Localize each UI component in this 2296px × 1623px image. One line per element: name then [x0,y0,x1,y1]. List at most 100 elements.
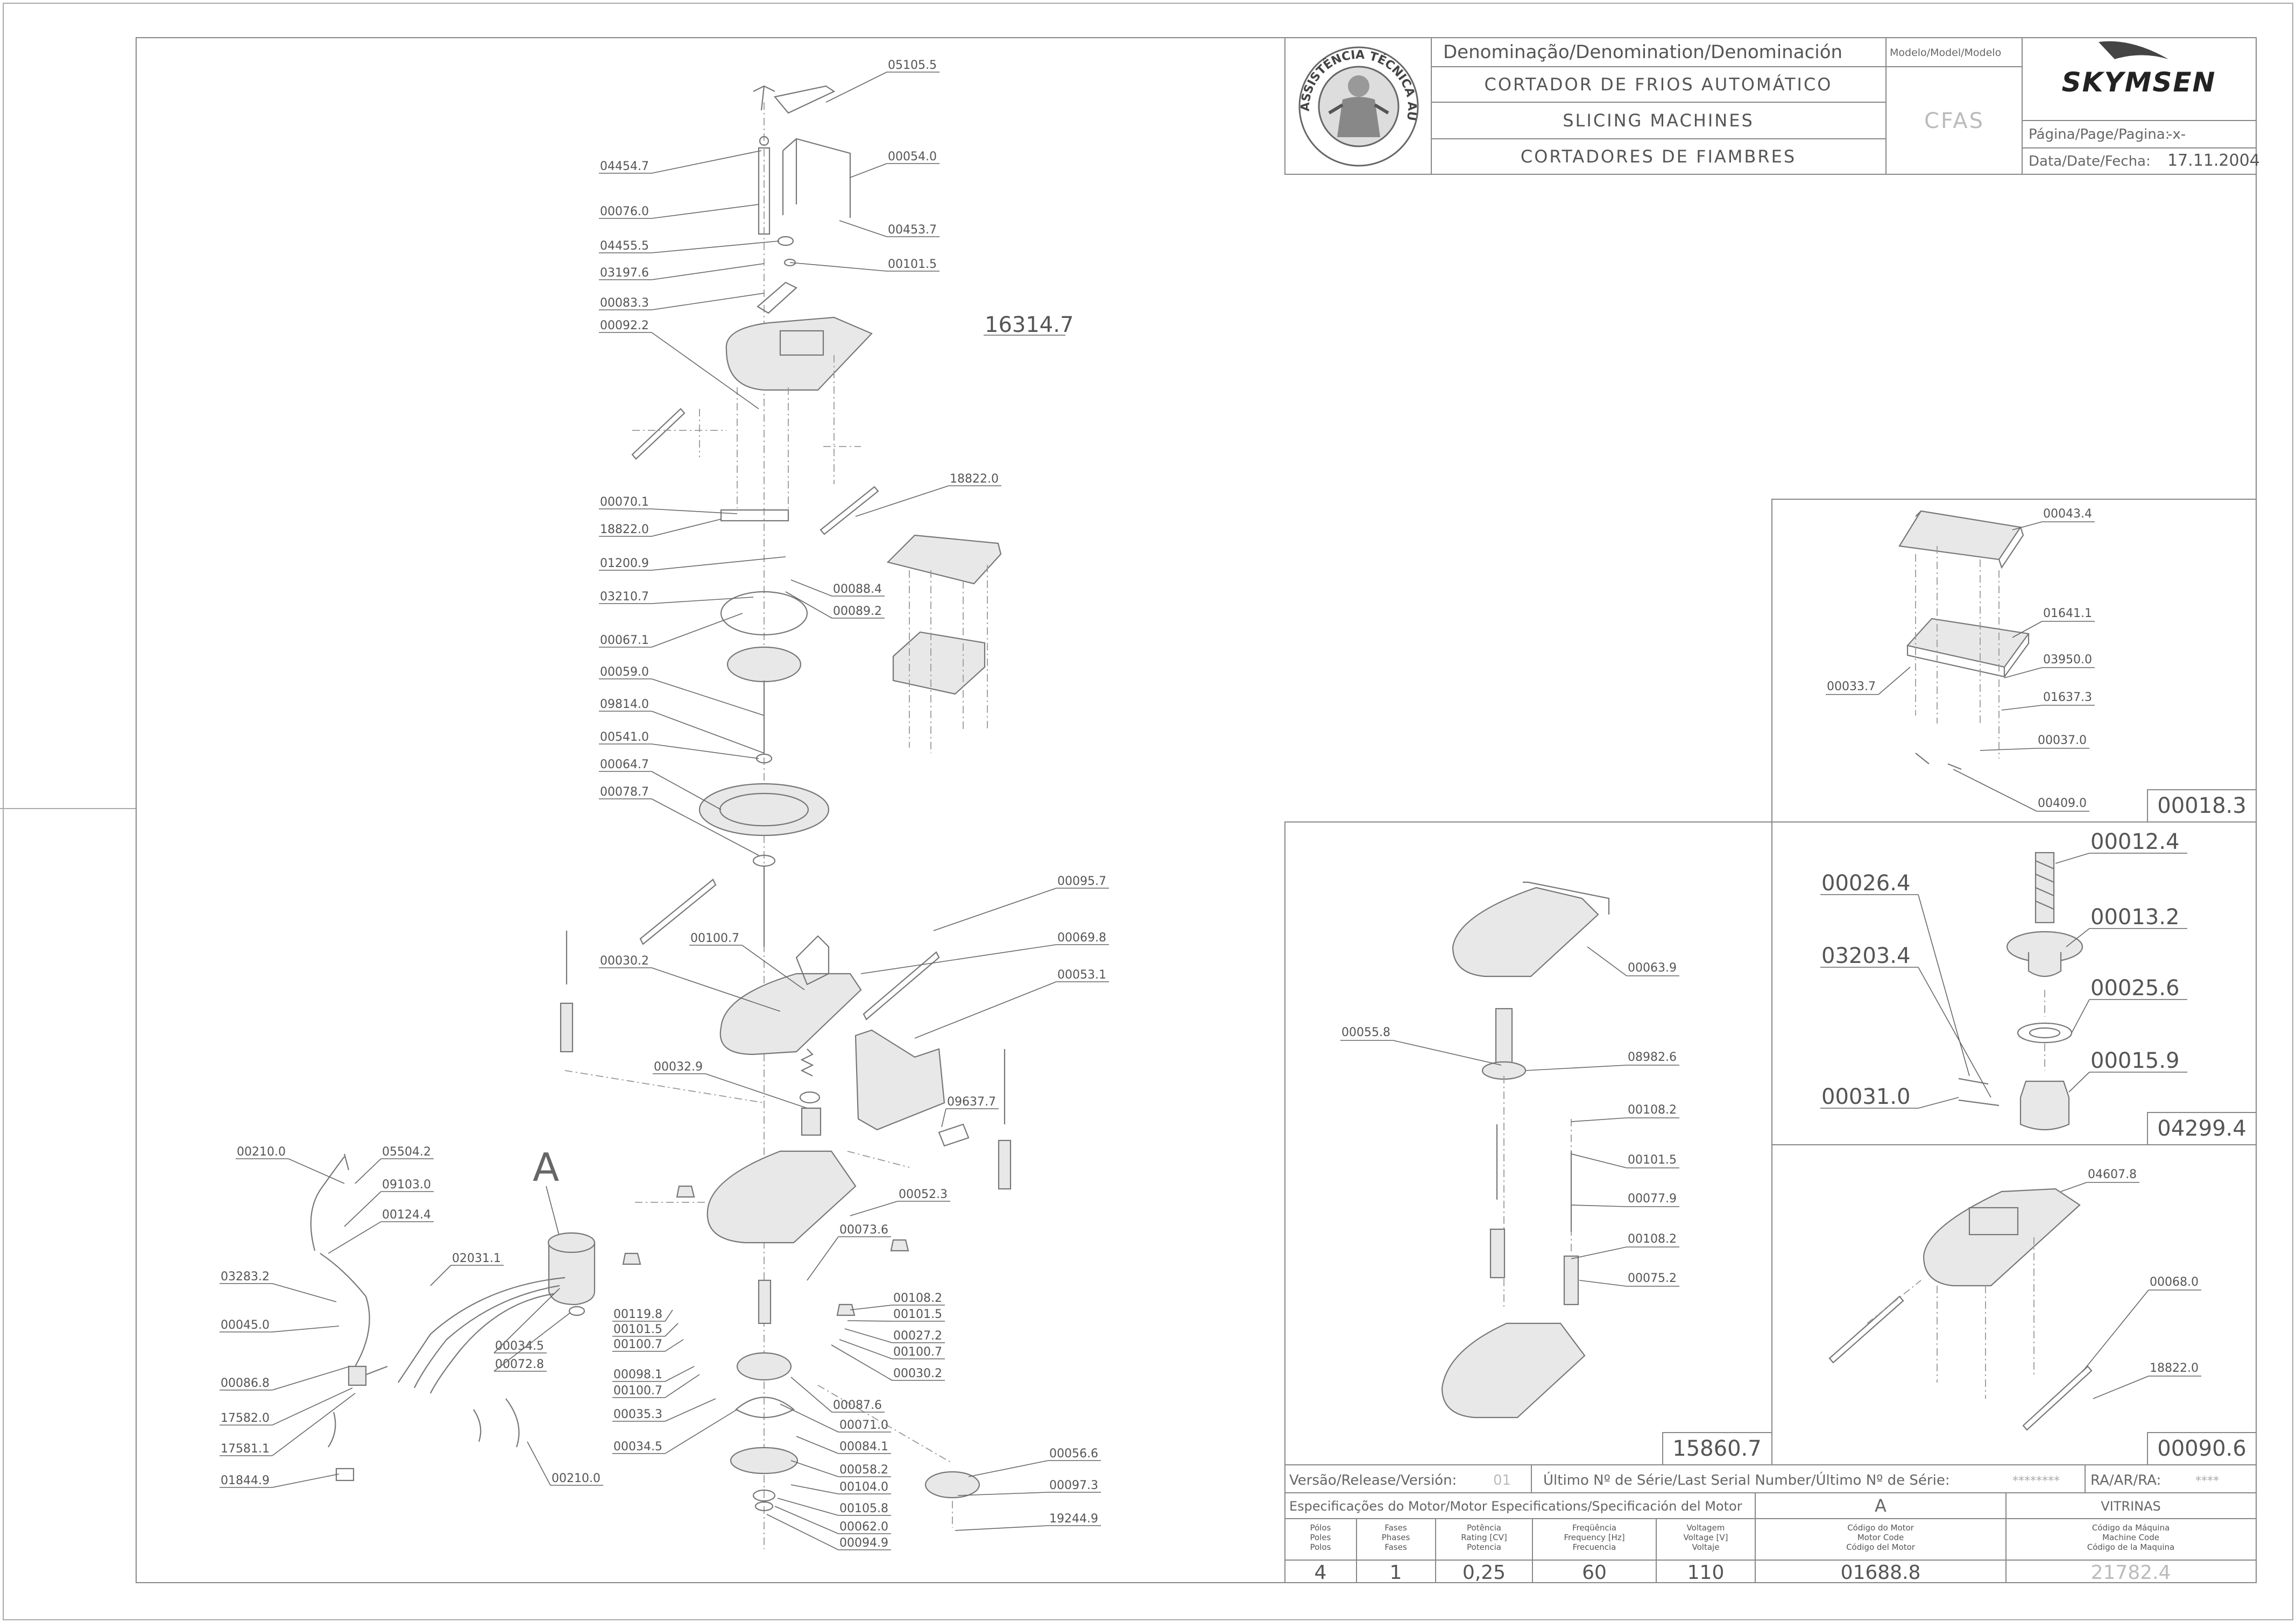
name-pt: CORTADOR DE FRIOS AUTOMÁTICO [1485,74,1833,95]
detail-part-labels: 00043.401641.100033.703950.001637.300037… [1340,507,2201,1399]
svg-text:Fases: Fases [1384,1542,1407,1552]
leader-line [790,1460,839,1477]
part-label-02031-1: 02031.1 [452,1252,501,1265]
leader-line [831,1344,893,1381]
part-label-18822-0: 18822.0 [600,523,649,536]
svg-text:0,25: 0,25 [1463,1562,1506,1584]
part-label-03950-0: 03950.0 [2043,653,2092,667]
leader-line [825,72,887,103]
leader-line [272,1393,356,1456]
part-label-00027-2: 00027.2 [893,1329,942,1343]
part-label-00043-4: 00043.4 [2043,507,2092,521]
detail-90-6-view [1828,1188,2093,1431]
leader-line [430,1265,451,1286]
leader-line [651,556,786,571]
part-label-00034-5: 00034.5 [613,1440,662,1454]
part-label-00071-0: 00071.0 [839,1419,888,1432]
part-label-00094-9: 00094.9 [839,1536,888,1550]
detail-15860-7-view [1441,881,1610,1419]
leader-line [1571,1204,1627,1207]
leader-line [328,1221,382,1254]
leader-line [272,1473,340,1488]
part-label-00045-0: 00045.0 [221,1319,270,1332]
leader-line [860,944,1057,974]
part-label-00069-8: 00069.8 [1057,931,1106,945]
leader-line [785,591,832,619]
part-label-00056-6: 00056.6 [1049,1447,1098,1461]
svg-text:Fases: Fases [1384,1523,1407,1533]
release-value: 01 [1493,1472,1511,1489]
leader-line [850,1305,893,1310]
spec-col-poles: Pólos Poles Polos 4 [1310,1523,1331,1584]
leader-line [2060,1182,2087,1192]
part-label-00100-7: 00100.7 [690,932,739,945]
date-value: 17.11.2004 [2167,151,2260,170]
leader-line [2066,928,2090,947]
leader-line [1525,1065,1627,1071]
part-label-00052-3: 00052.3 [899,1188,948,1201]
svg-text:Potencia: Potencia [1467,1542,1501,1552]
leader-line [780,1404,839,1433]
leader-line [1571,1246,1627,1259]
svg-text:Código da Máquina: Código da Máquina [2092,1523,2170,1533]
leader-line [855,485,949,517]
leader-line [527,1441,551,1486]
spec-col-frequency: Freqüência Frequency [Hz] Frecuencia 60 [1564,1523,1624,1584]
svg-text:Rating [CV]: Rating [CV] [1461,1533,1507,1542]
part-label-18822-0: 18822.0 [2150,1362,2199,1375]
leader-line [955,1525,1049,1531]
ra-label: RA/AR/RA: [2090,1472,2161,1489]
leader-line [665,1398,716,1422]
leader-line [1571,1153,1627,1168]
part-label-00059-0: 00059.0 [600,665,649,679]
part-label-00054-0: 00054.0 [888,150,937,164]
serial-label: Último Nº de Série/Last Serial Number/Úl… [1543,1471,1950,1489]
part-label-09103-0: 09103.0 [382,1178,431,1192]
leader-line [790,1484,839,1494]
motor-spec-label: Especificações do Motor/Motor Especifica… [1289,1499,1742,1514]
seal-text: ASSISTÊNCIA TÉCNICA AUTORIZADA [0,0,1418,122]
spec-col-voltage: Voltagem Voltage [V] Voltaje 110 [1684,1523,1728,1584]
technician-seal-icon: ASSISTÊNCIA TÉCNICA AUTORIZADA [0,0,1419,167]
detail-4299-4-view [1958,852,2083,1131]
svg-text:21782.4: 21782.4 [2091,1562,2171,1584]
part-label-17581-1: 17581.1 [221,1442,270,1456]
leader-line [272,1387,353,1426]
leader-line [777,1498,839,1516]
leader-line [651,798,759,856]
leader-line [914,981,1057,1039]
leader-line [1918,894,1970,1076]
leader-line [957,1492,1049,1496]
part-label-00068-0: 00068.0 [2150,1275,2199,1289]
part-label-00035-3: 00035.3 [613,1408,662,1421]
page-label: Página/Page/Pagina: [2029,126,2170,143]
part-label-00055-8: 00055.8 [1341,1026,1390,1039]
part-label-00104-0: 00104.0 [839,1480,888,1494]
part-label-00119-8: 00119.8 [613,1308,662,1321]
part-label-00033-7: 00033.7 [1827,680,1876,693]
leader-line [705,1073,808,1109]
part-label-00108-2: 00108.2 [1628,1103,1677,1117]
part-label-00095-7: 00095.7 [1057,875,1106,888]
leader-line [493,1288,560,1353]
part-label-00101-5: 00101.5 [613,1323,662,1336]
part-label-00541-0: 00541.0 [600,731,649,744]
part-label-00032-9: 00032.9 [654,1060,703,1074]
release-label: Versão/Release/Versión: [1289,1472,1457,1489]
leader-line [941,1108,946,1128]
leader-line [651,613,743,648]
part-label-00087-6: 00087.6 [833,1399,882,1412]
part-label-00105-8: 00105.8 [839,1502,888,1515]
main-part-labels: 05105.504454.700054.000076.000453.704455… [220,59,1109,1550]
svg-text:Código de la Maquina: Código de la Maquina [2087,1542,2174,1552]
svg-text:Código del Motor: Código del Motor [1846,1542,1916,1552]
brand-logo: SKYMSEN [2062,41,2216,98]
svg-text:01688.8: 01688.8 [1841,1562,1921,1584]
part-label-09814-0: 09814.0 [600,698,649,711]
detail-18-3-view [1898,510,2030,770]
part-label-00030-2: 00030.2 [600,954,649,968]
leader-line [1571,1117,1627,1122]
part-label-00084-1: 00084.1 [839,1440,888,1454]
leader-line [789,262,887,272]
svg-text:SKYMSEN: SKYMSEN [2062,67,2216,98]
